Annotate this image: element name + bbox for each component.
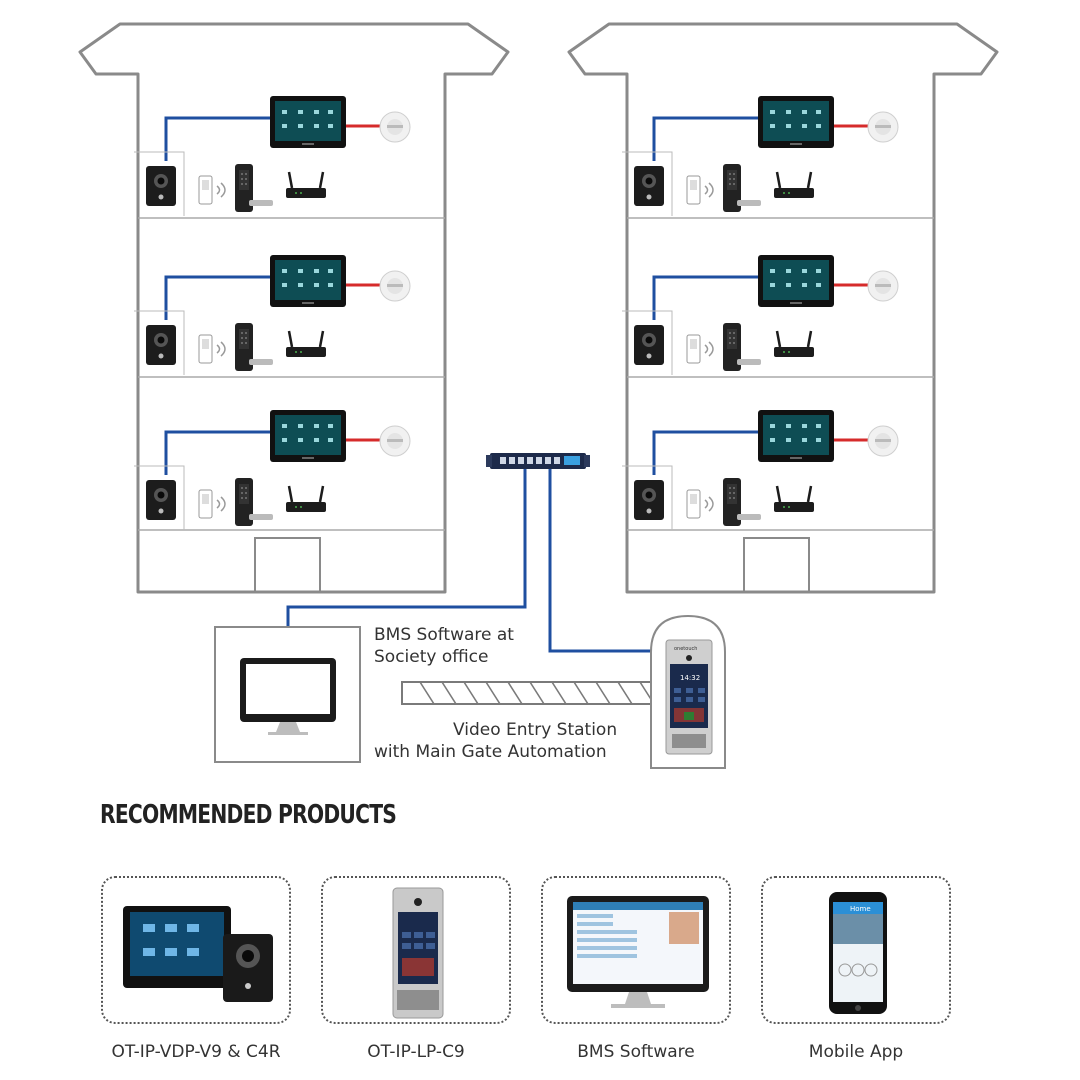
section-title: RECOMMENDED PRODUCTS [100, 800, 397, 830]
product-caption-bms: BMS Software [577, 1042, 695, 1062]
product-caption-entry-station: OT-IP-LP-C9 [367, 1042, 465, 1062]
network-switch-icon [486, 453, 590, 469]
smartphone-icon: Home [829, 892, 887, 1014]
video-entry-station-icon: onetouch 14:32 [665, 639, 713, 755]
product-caption-vdp: OT-IP-VDP-V9 & C4R [111, 1042, 281, 1062]
network-diagram: onetouch 14:32 [78, 22, 999, 769]
product-card-entry-station[interactable] [321, 876, 511, 1024]
entry-station-label-line-1: Video Entry Station [453, 720, 618, 740]
gate-barrier-icon [401, 681, 659, 705]
monitor-and-camera-icon [123, 906, 273, 1002]
desktop-monitor-icon [240, 658, 336, 735]
desktop-computer-icon [567, 896, 709, 1008]
entry-station-label-line-2: with Main Gate Automation [374, 742, 607, 762]
station-brand-text: onetouch [674, 646, 697, 652]
product-card-vdp[interactable] [101, 876, 291, 1024]
station-time-text: 14:32 [680, 674, 700, 682]
product-card-bms[interactable] [541, 876, 731, 1024]
product-caption-mobile: Mobile App [808, 1042, 904, 1062]
bms-office-label-line-2: Society office [374, 647, 489, 667]
mobile-header-text: Home [850, 905, 871, 913]
product-card-mobile[interactable]: Home [761, 876, 951, 1024]
entry-station-icon [392, 887, 444, 1019]
bms-office-label-line-1: BMS Software at [374, 625, 514, 645]
